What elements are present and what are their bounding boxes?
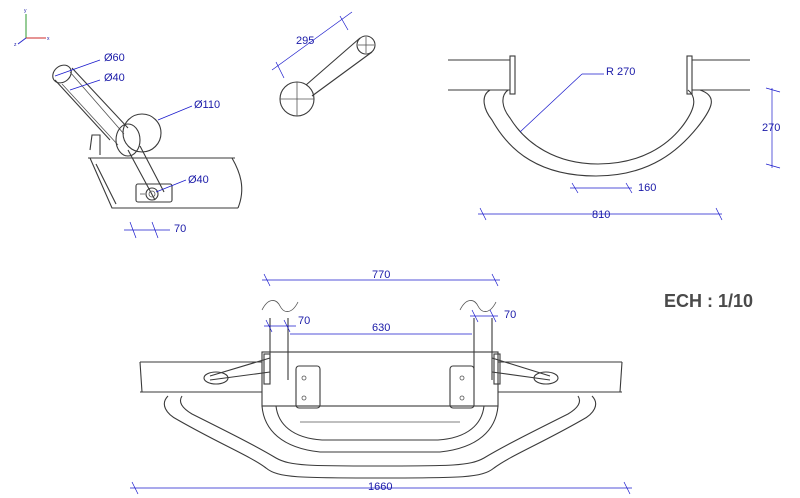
dim-bend-radius: R 270 [606, 66, 635, 78]
dim-bend-height: 270 [762, 122, 780, 134]
dim-mount-spacing-outer: 770 [372, 269, 390, 281]
front-assembly-view [139, 300, 623, 479]
dim-center-width: 160 [638, 182, 656, 194]
axis-y-label: y [24, 8, 27, 14]
side-view-mount [52, 64, 243, 209]
dim-offset-small: 70 [174, 223, 186, 235]
coordinate-triad-icon: x y z [14, 8, 50, 48]
dim-mount-spacing-inner: 630 [372, 322, 390, 334]
dim-arm-length: 295 [296, 35, 314, 47]
dim-tube-outer: Ø60 [104, 52, 125, 64]
bend-view [448, 55, 750, 177]
dim-mount-offset-right: 70 [504, 309, 516, 321]
bend-view-dimensions: R 270 270 160 810 [478, 66, 780, 221]
side-view-dimensions: Ø60 Ø40 Ø110 Ø40 70 [54, 52, 220, 239]
axis-z-label: z [14, 42, 17, 48]
dim-pin: Ø40 [188, 174, 209, 186]
scale-label: ECH : 1/10 [664, 291, 753, 311]
axis-x-label: x [47, 36, 50, 42]
front-assembly-dimensions: 770 630 70 70 1660 [130, 269, 632, 495]
arm-view-dimensions: 295 [271, 11, 353, 79]
arm-view [279, 35, 376, 117]
dim-tube-inner: Ø40 [104, 72, 125, 84]
dim-overall-width-top: 810 [592, 209, 610, 221]
dim-overall-width-bottom: 1660 [368, 481, 392, 493]
dim-mount-offset-left: 70 [298, 315, 310, 327]
dim-hub: Ø110 [194, 99, 220, 111]
